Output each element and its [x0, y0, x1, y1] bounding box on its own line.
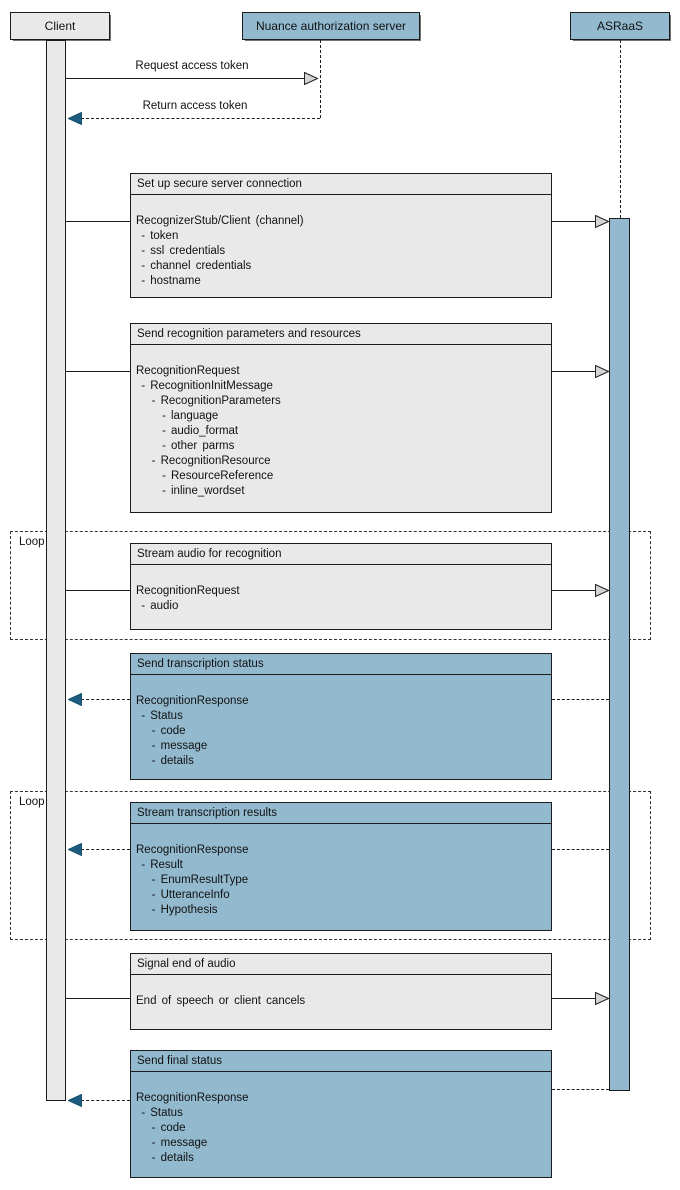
msg-box-line: - token — [136, 230, 179, 242]
arrowhead-filled-icon — [67, 692, 82, 707]
msg-box-line: - RecognitionResource — [136, 455, 271, 467]
msg-box-body: RecognizerStub/Client (channel) - token … — [131, 195, 551, 295]
message-box-setup-secure-connection: Set up secure server connection Recogniz… — [130, 173, 552, 298]
message-box-signal-end-of-audio: Signal end of audio End of speech or cli… — [130, 953, 552, 1030]
arrow-request-access-token — [66, 78, 305, 79]
arrow-stream-audio-right — [552, 590, 596, 591]
msg-box-line: RecognizerStub/Client (channel) — [136, 215, 304, 227]
arrow-setup-connection-right — [552, 221, 596, 222]
msg-box-line: - UtteranceInfo — [136, 889, 230, 901]
lifeline-asraas — [620, 40, 621, 218]
msg-box-line: - Status — [136, 1107, 183, 1119]
arrow-send-parameters-right — [552, 371, 596, 372]
msg-box-line: - ResourceReference — [136, 470, 274, 482]
msg-box-body: End of speech or client cancels — [131, 975, 551, 1015]
msg-box-line: - audio — [136, 600, 179, 612]
msg-box-line: - ssl credentials — [136, 245, 226, 257]
arrowhead-open-icon — [304, 71, 319, 86]
arrowhead-open-icon — [595, 991, 610, 1006]
message-box-stream-transcription-results: Stream transcription results Recognition… — [130, 802, 552, 931]
actor-asraas-label: ASRaaS — [596, 19, 644, 33]
msg-box-title: Stream audio for recognition — [131, 544, 551, 565]
msg-box-line: - code — [136, 1122, 186, 1134]
msg-box-line: RecognitionRequest — [136, 365, 240, 377]
msg-box-title: Stream transcription results — [131, 803, 551, 824]
actor-client: Client — [10, 12, 110, 40]
msg-box-line: - other parms — [136, 440, 235, 452]
arrowhead-filled-icon — [67, 111, 82, 126]
msg-box-title: Send transcription status — [131, 654, 551, 675]
lifeline-nuance-auth-server — [320, 40, 321, 118]
message-box-send-transcription-status: Send transcription status RecognitionRes… — [130, 653, 552, 780]
msg-box-line: - details — [136, 755, 194, 767]
loop-label: Loop — [19, 796, 45, 808]
msg-box-line: - language — [136, 410, 219, 422]
message-box-send-final-status: Send final status RecognitionResponse - … — [130, 1050, 552, 1178]
msg-box-line: - inline_wordset — [136, 485, 245, 497]
msg-box-title: Send final status — [131, 1051, 551, 1072]
msg-box-line: RecognitionRequest — [136, 585, 240, 597]
arrow-transcription-status-left — [81, 699, 130, 700]
msg-box-line: - message — [136, 740, 208, 752]
message-box-stream-audio: Stream audio for recognition Recognition… — [130, 543, 552, 630]
message-label-request-access-token: Request access token — [135, 60, 249, 72]
msg-box-line: - Hypothesis — [136, 904, 218, 916]
actor-nuance-auth-server: Nuance authorization server — [242, 12, 420, 40]
msg-box-body: RecognitionResponse - Status - code - me… — [131, 1072, 551, 1172]
arrow-transcription-status-right — [552, 699, 609, 700]
msg-box-line: RecognitionResponse — [136, 1092, 249, 1104]
arrow-end-of-audio-right — [552, 998, 596, 999]
msg-box-line: - message — [136, 1137, 208, 1149]
arrow-transcription-results-right — [552, 849, 609, 850]
arrow-transcription-results-left — [81, 849, 130, 850]
msg-box-line: - EnumResultType — [136, 874, 249, 886]
arrow-send-parameters-left — [66, 371, 130, 372]
arrowhead-filled-icon — [67, 1093, 82, 1108]
actor-asraas: ASRaaS — [570, 12, 670, 40]
msg-box-line: RecognitionResponse — [136, 844, 249, 856]
arrow-setup-connection-left — [66, 221, 130, 222]
arrowhead-open-icon — [595, 214, 610, 229]
arrow-stream-audio-left — [66, 590, 130, 591]
arrowhead-filled-icon — [67, 842, 82, 857]
msg-box-body: RecognitionResponse - Status - code - me… — [131, 675, 551, 775]
arrow-return-access-token — [81, 118, 320, 119]
msg-box-title: Send recognition parameters and resource… — [131, 324, 551, 345]
msg-box-line: - RecognitionInitMessage — [136, 380, 273, 392]
loop-label: Loop — [19, 536, 45, 548]
msg-box-line: - RecognitionParameters — [136, 395, 281, 407]
message-label-return-access-token: Return access token — [142, 100, 248, 112]
msg-box-line: - Status — [136, 710, 183, 722]
msg-box-line: - Result — [136, 859, 183, 871]
msg-box-body: RecognitionRequest - audio — [131, 565, 551, 620]
arrow-final-status-left — [81, 1100, 130, 1101]
msg-box-body: RecognitionResponse - Result - EnumResul… — [131, 824, 551, 924]
loop-frame-stream-audio: Loop — [10, 531, 651, 640]
arrowhead-open-icon — [595, 364, 610, 379]
msg-box-line: - audio_format — [136, 425, 239, 437]
message-box-send-recognition-parameters: Send recognition parameters and resource… — [130, 323, 552, 513]
actor-client-label: Client — [44, 19, 76, 33]
msg-box-line: - channel credentials — [136, 260, 252, 272]
msg-box-title: Set up secure server connection — [131, 174, 551, 195]
arrowhead-open-icon — [595, 583, 610, 598]
msg-box-body: RecognitionRequest - RecognitionInitMess… — [131, 345, 551, 505]
activation-bar-asraas — [609, 218, 630, 1091]
arrow-end-of-audio-left — [66, 998, 130, 999]
msg-box-line: - details — [136, 1152, 194, 1164]
msg-box-line: RecognitionResponse — [136, 695, 249, 707]
activation-bar-client — [46, 40, 66, 1101]
msg-box-line: End of speech or client cancels — [136, 995, 306, 1007]
loop-frame-stream-results: Loop — [10, 791, 651, 940]
msg-box-line: - code — [136, 725, 186, 737]
actor-nuance-auth-server-label: Nuance authorization server — [255, 19, 407, 33]
arrow-final-status-right — [552, 1089, 609, 1090]
msg-box-title: Signal end of audio — [131, 954, 551, 975]
msg-box-line: - hostname — [136, 275, 201, 287]
